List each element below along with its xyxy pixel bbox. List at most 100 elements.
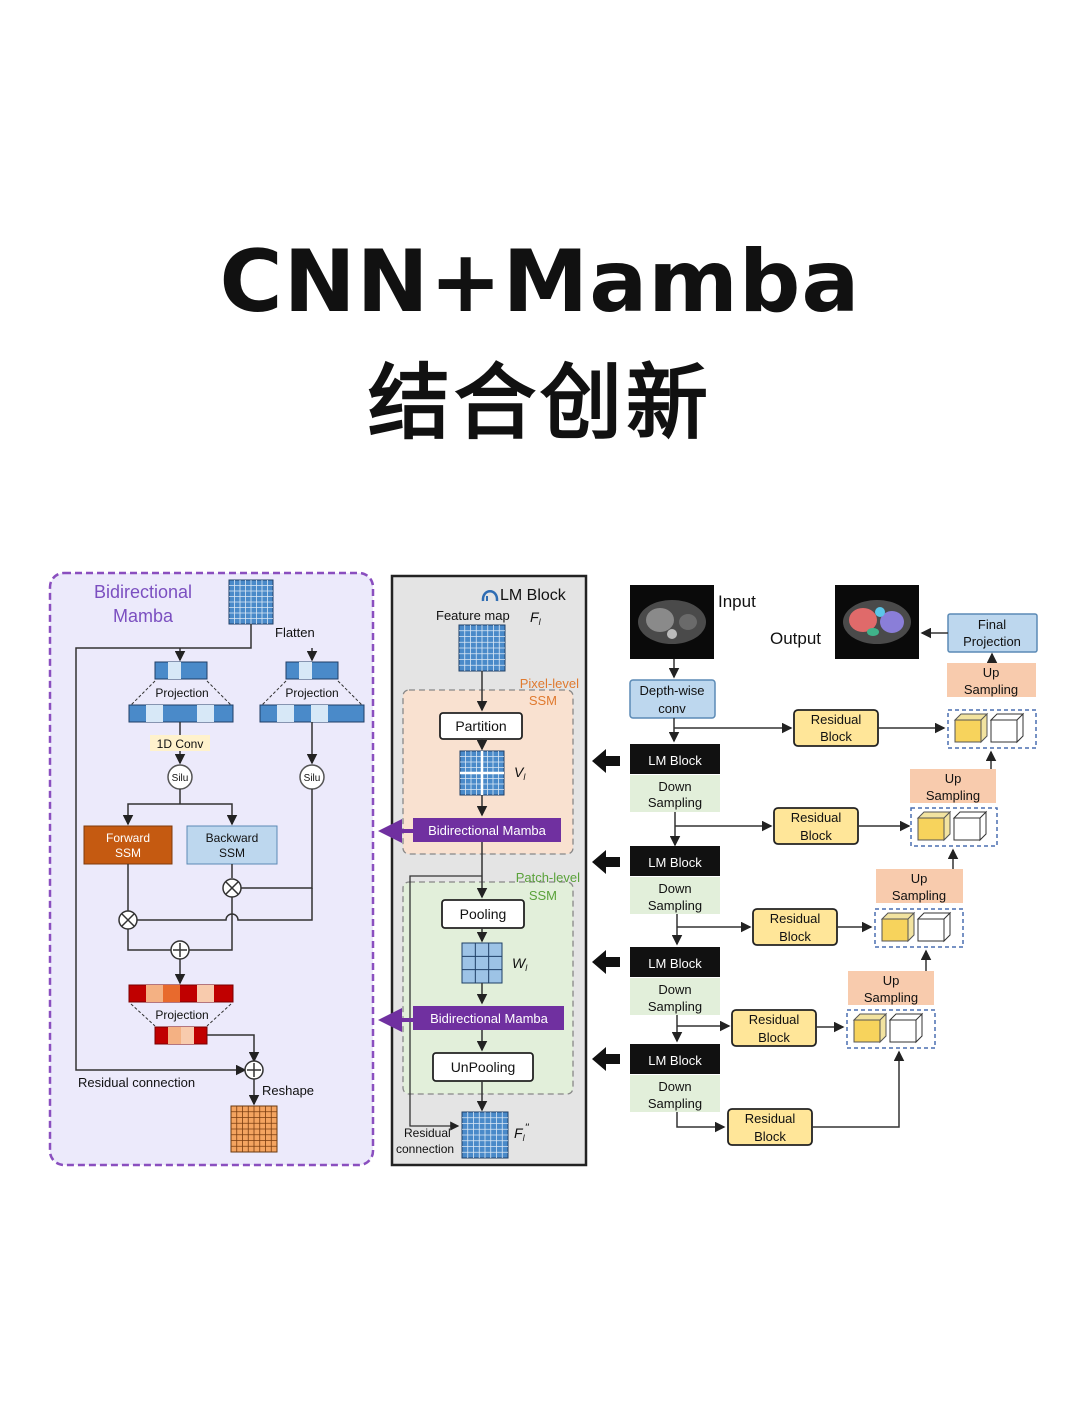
residual-block-3 — [731, 1009, 817, 1047]
mamba-logo-icon — [481, 590, 499, 602]
lm-block-2 — [630, 846, 720, 876]
bidirectional-mamba-1-label: Bidirectional Mamba — [428, 823, 547, 838]
feature-map-grid — [458, 624, 506, 672]
residual-block-1-line1: Residual — [791, 810, 842, 825]
up-sampling-0-line1: Up — [983, 665, 1000, 680]
pooled-grid — [461, 942, 503, 984]
up-sampling-2-line2: Sampling — [892, 888, 946, 903]
residual-block-3-line2: Block — [758, 1030, 790, 1045]
up-sampling-1 — [910, 769, 996, 803]
feature-map-label: Feature map — [436, 608, 510, 623]
output-label: Output — [770, 629, 821, 648]
lm-block-4 — [630, 1044, 720, 1074]
bidirectional-mamba-2-label: Bidirectional Mamba — [430, 1011, 549, 1026]
reshape-label: Reshape — [262, 1083, 314, 1098]
projection-left-block: Projection — [128, 661, 234, 723]
silu-right-label: Silu — [304, 773, 321, 784]
lm-block-3 — [630, 947, 720, 977]
projection-bottom-block: Projection — [128, 984, 234, 1045]
forward-ssm-line2: SSM — [115, 846, 141, 860]
residual-block-1-line2: Block — [800, 828, 832, 843]
up-sampling-0 — [947, 663, 1036, 697]
residual-block-3-line1: Residual — [749, 1012, 800, 1027]
bidirectional-mamba-2 — [413, 1006, 564, 1030]
up-sampling-2-line1: Up — [911, 871, 928, 886]
lm-block-3-label: LM Block — [648, 956, 702, 971]
residual-block-0-line1: Residual — [811, 712, 862, 727]
output-segmentation-image — [835, 585, 919, 659]
residual-connection-label: Residual connection — [78, 1075, 195, 1090]
partition-grid — [459, 750, 505, 796]
concat-cubes-0 — [947, 709, 1037, 749]
lm-block-panel: LM Block Feature map Fl Pixel-level SSM … — [378, 574, 588, 1167]
pooling-box — [441, 899, 525, 929]
output-feature-grid — [461, 1111, 509, 1159]
page-title-line1: CNN+Mamba — [219, 232, 861, 332]
residual-block-2-line2: Block — [779, 929, 811, 944]
up-sampling-1-line1: Up — [945, 771, 962, 786]
down-sampling-2-line2: Sampling — [648, 898, 702, 913]
output-grid — [230, 1105, 278, 1153]
input-ct-image — [630, 585, 714, 659]
concat-cubes-2 — [874, 908, 964, 948]
lm-block-4-label: LM Block — [648, 1053, 702, 1068]
v-symbol: Vl — [514, 764, 526, 782]
input-grid — [228, 579, 274, 625]
network-overview-panel: Input Output Final Projection Depth-wise… — [592, 585, 1038, 1146]
flatten-label: Flatten — [275, 625, 315, 640]
down-sampling-4 — [630, 1075, 720, 1112]
concat-cubes-1 — [910, 807, 998, 847]
up-sampling-3 — [848, 971, 934, 1005]
mid-residual-line1: Residual — [404, 1126, 451, 1140]
projection-left-label: Projection — [155, 686, 208, 700]
residual-block-4-line2: Block — [754, 1129, 786, 1144]
patch-level-line2: SSM — [529, 888, 557, 903]
backward-ssm-line1: Backward — [206, 831, 259, 845]
mid-residual-line2: connection — [396, 1142, 454, 1156]
down-sampling-1-line1: Down — [658, 779, 691, 794]
bidirectional-mamba-1 — [413, 818, 561, 842]
up-sampling-2 — [876, 869, 963, 903]
multiply-icon — [222, 878, 242, 898]
unpooling-label: UnPooling — [451, 1059, 516, 1075]
input-label: Input — [718, 592, 756, 611]
down-sampling-3-line2: Sampling — [648, 999, 702, 1014]
depthwise-conv-box — [629, 679, 716, 719]
concat-cubes-3 — [846, 1009, 936, 1049]
lm-arrow-icon — [592, 850, 620, 874]
pixel-level-line1: Pixel-level — [520, 676, 579, 691]
backward-ssm-line2: SSM — [219, 846, 245, 860]
up-sampling-1-line2: Sampling — [926, 788, 980, 803]
multiply-icon — [118, 910, 138, 930]
w-symbol: Wl — [512, 955, 528, 973]
depthwise-line1: Depth-wise — [639, 683, 704, 698]
bidirectional-mamba-panel: Bidirectional Mamba Flatten Projection P — [48, 571, 375, 1167]
pixel-level-line2: SSM — [529, 693, 557, 708]
lm-arrow-icon — [592, 950, 620, 974]
lm-block-1 — [630, 744, 720, 774]
down-sampling-2-line1: Down — [658, 881, 691, 896]
partition-label: Partition — [455, 718, 506, 734]
projection-bottom-label: Projection — [155, 1008, 208, 1022]
pooling-label: Pooling — [460, 906, 507, 922]
up-sampling-3-line2: Sampling — [864, 990, 918, 1005]
left-title-line2: Mamba — [113, 606, 174, 626]
depthwise-line2: conv — [658, 701, 686, 716]
unpooling-box — [432, 1052, 534, 1082]
residual-block-2-line1: Residual — [770, 911, 821, 926]
down-sampling-1 — [630, 775, 720, 812]
silu-left-label: Silu — [172, 773, 189, 784]
lm-block-2-label: LM Block — [648, 855, 702, 870]
conv1d-label: 1D Conv — [157, 737, 204, 751]
partition-box — [439, 712, 523, 740]
lm-arrow-icon — [592, 749, 620, 773]
output-feature-symbol: Fl'' — [514, 1122, 530, 1143]
final-projection-line1: Final — [978, 617, 1006, 632]
down-sampling-4-line2: Sampling — [648, 1096, 702, 1111]
left-title-line1: Bidirectional — [94, 582, 192, 602]
forward-ssm-line1: Forward — [106, 831, 150, 845]
residual-block-0-line2: Block — [820, 729, 852, 744]
residual-block-4-line1: Residual — [745, 1111, 796, 1126]
down-sampling-3 — [630, 978, 720, 1015]
